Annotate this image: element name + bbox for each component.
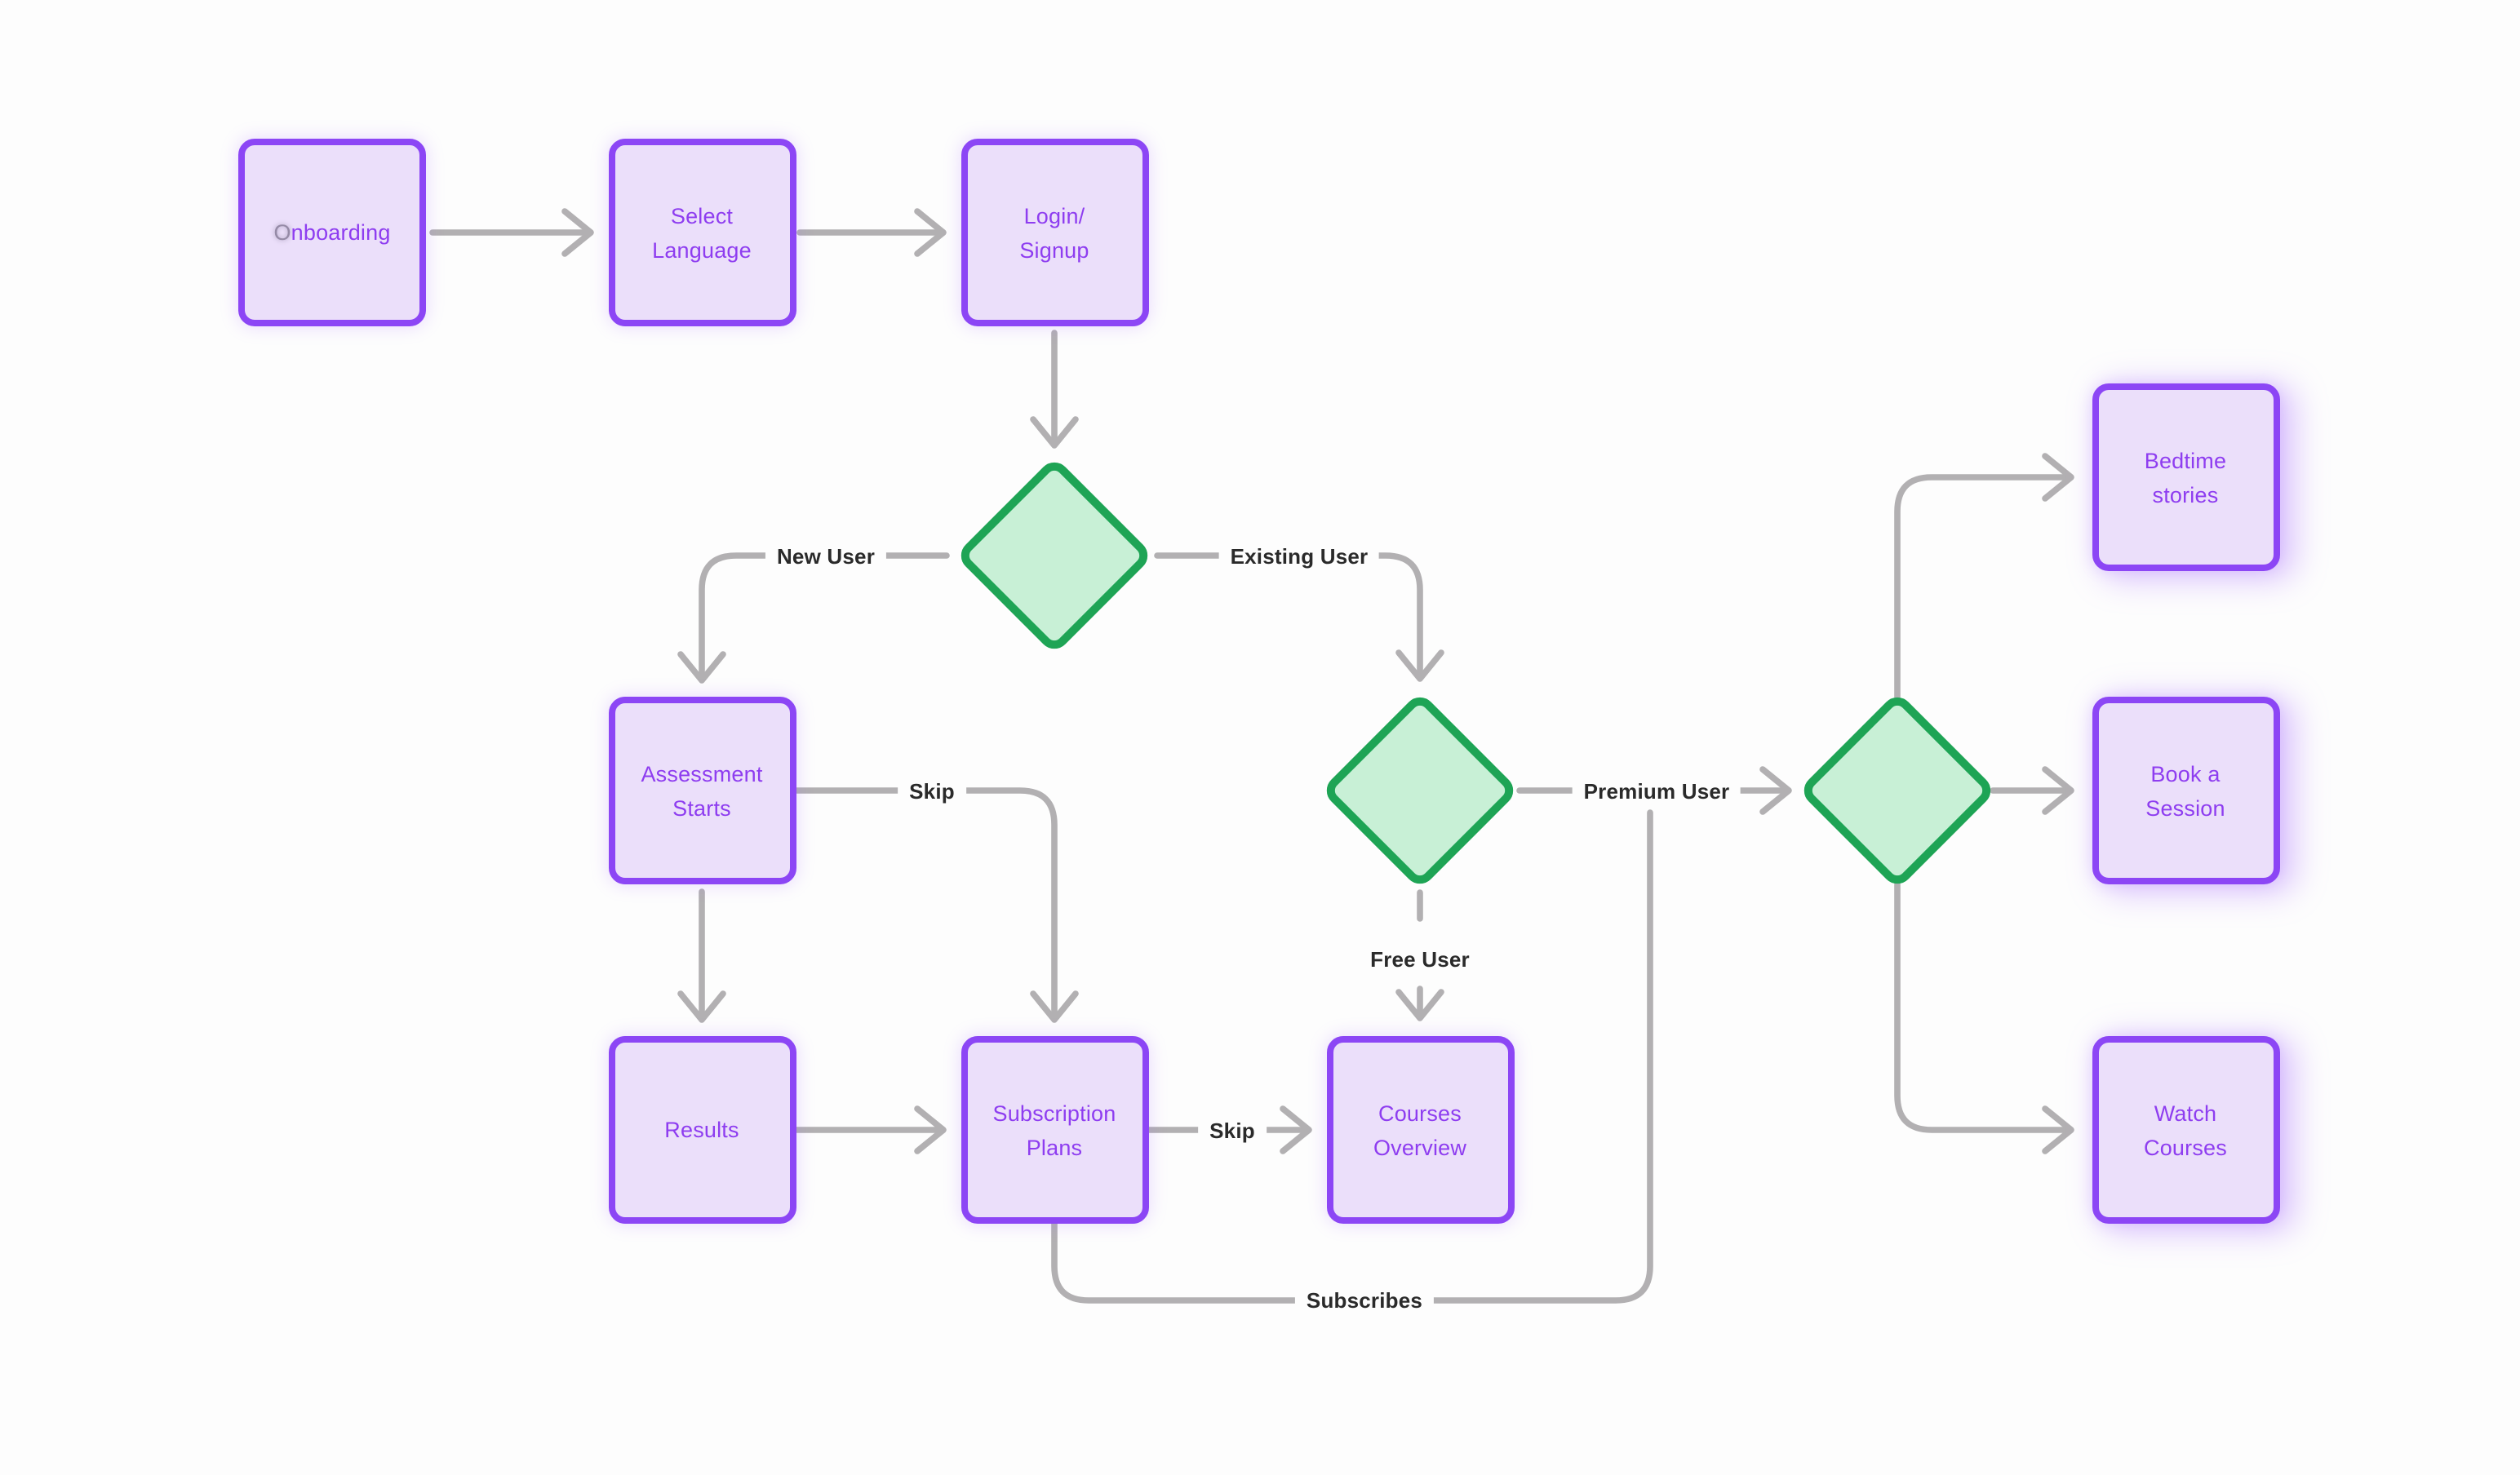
node-book-a-session[interactable]: Book a Session bbox=[2092, 697, 2279, 884]
edge-label-subscribes: Subscribes bbox=[1294, 1285, 1435, 1316]
edge-label-skip-assessment: Skip bbox=[898, 775, 966, 806]
decision-user-type-diamond[interactable] bbox=[961, 462, 1148, 649]
node-subscription-plans[interactable]: Subscription Plans bbox=[961, 1036, 1148, 1224]
edge-label-skip-subscription: Skip bbox=[1198, 1114, 1267, 1145]
edge-label-new-user: New User bbox=[765, 540, 887, 571]
node-bedtime-stories[interactable]: Bedtime stories bbox=[2092, 383, 2279, 571]
edge-existing-user bbox=[1154, 552, 1444, 682]
node-courses-overview-label: Courses Overview bbox=[1373, 1101, 1467, 1159]
node-results-label: Results bbox=[664, 1118, 739, 1142]
node-select-language-label: Select Language bbox=[652, 203, 752, 262]
edge-label-premium-user: Premium User bbox=[1572, 775, 1741, 806]
node-bedtime-stories-label: Bedtime stories bbox=[2144, 448, 2227, 507]
node-subscription-plans-label: Subscription Plans bbox=[992, 1101, 1116, 1159]
node-assessment-starts-label: Assessment Starts bbox=[641, 761, 763, 820]
edge-label-existing-user: Existing User bbox=[1218, 540, 1380, 571]
node-book-a-session-label: Book a Session bbox=[2145, 761, 2225, 820]
node-results[interactable]: Results bbox=[608, 1036, 796, 1224]
edge-skip-assessment bbox=[793, 787, 1079, 1023]
node-onboarding-label: Onboarding bbox=[273, 220, 391, 245]
edge-new-user bbox=[677, 552, 950, 684]
decision-premium-options-diamond[interactable] bbox=[1803, 697, 1991, 884]
edge-label-free-user: Free User bbox=[1359, 944, 1481, 975]
edge-premium-to-watch-courses bbox=[1894, 881, 2074, 1154]
node-watch-courses[interactable]: Watch Courses bbox=[2092, 1036, 2279, 1224]
node-assessment-starts[interactable]: Assessment Starts bbox=[608, 697, 796, 884]
node-login-signup[interactable]: Login/ Signup bbox=[961, 139, 1148, 326]
node-select-language[interactable]: Select Language bbox=[608, 139, 796, 326]
node-onboarding[interactable]: Onboarding bbox=[238, 139, 426, 326]
decision-plan-type-diamond[interactable] bbox=[1326, 697, 1514, 884]
node-watch-courses-label: Watch Courses bbox=[2144, 1101, 2227, 1159]
node-login-signup-label: Login/ Signup bbox=[1019, 203, 1089, 262]
node-courses-overview[interactable]: Courses Overview bbox=[1326, 1036, 1514, 1224]
edge-premium-to-bedtime-stories bbox=[1894, 453, 2074, 700]
